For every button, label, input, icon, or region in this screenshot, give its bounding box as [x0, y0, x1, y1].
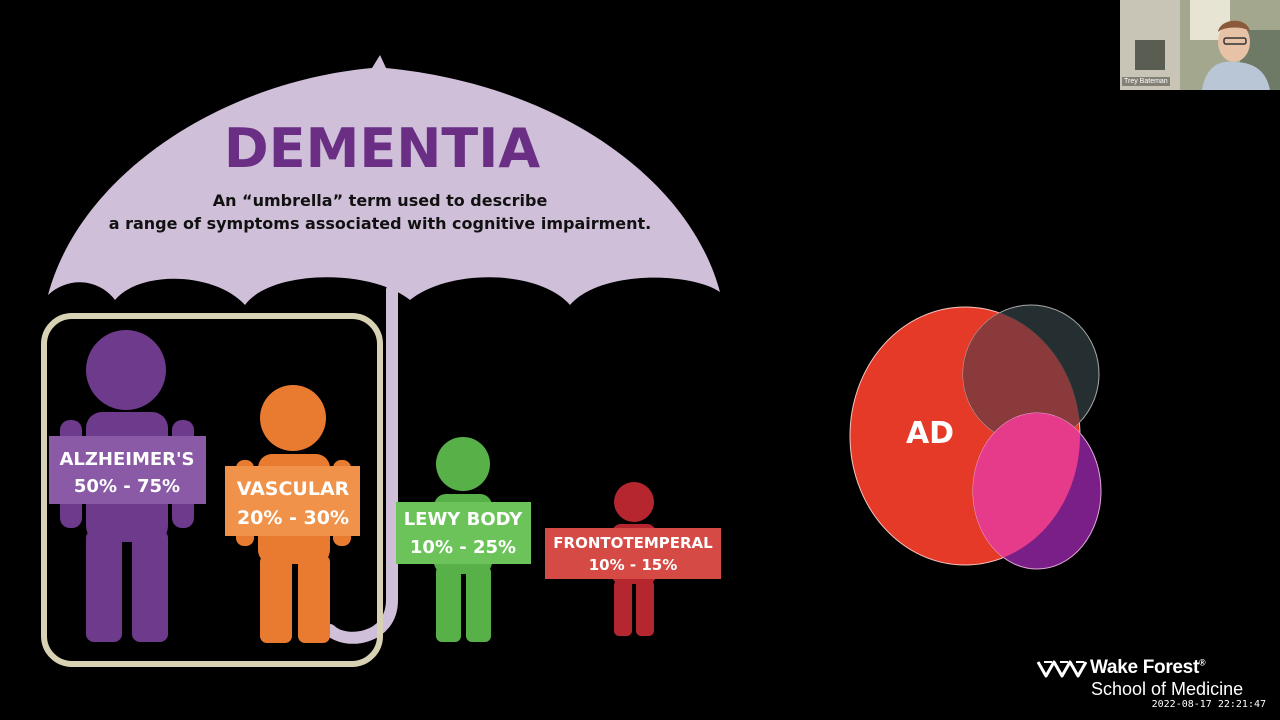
video-timestamp: 2022-08-17 22:21:47 [1151, 699, 1266, 710]
slide-subtitle-line-2: a range of symptoms associated with cogn… [109, 214, 652, 233]
brand-name: Wake Forest® [1090, 657, 1206, 678]
umbrella-graphic [48, 55, 720, 644]
umbrella-handle [324, 284, 398, 644]
person-body [1202, 61, 1270, 90]
vascular-label: VASCULAR [237, 478, 350, 500]
highlight-box [41, 313, 383, 667]
participant-name: Trey Bateman [1122, 77, 1170, 86]
lewy-body-range: 10% - 25% [410, 537, 516, 558]
wake-forest-mark-icon [1036, 660, 1088, 678]
registered-mark: ® [1198, 657, 1206, 668]
brand-subtitle: School of Medicine [1091, 679, 1244, 699]
slide-subtitle-line-1: An “umbrella” term used to describe [213, 191, 548, 210]
webcam-video [1120, 0, 1280, 90]
frontotemporal-range: 10% - 15% [589, 556, 677, 574]
alzheimers-label: ALZHEIMER'S [59, 449, 194, 470]
venn-diagram: AD [849, 304, 1102, 570]
slide-title: DEMENTIA [224, 117, 540, 180]
webcam-thumbnail[interactable]: Trey Bateman [1120, 0, 1280, 90]
lewy-body-label: LEWY BODY [404, 509, 524, 530]
alzheimers-range: 50% - 75% [74, 476, 180, 497]
frontotemporal-label: FRONTOTEMPERAL [553, 534, 713, 552]
venn-label-ad: AD [906, 416, 954, 451]
wake-forest-logo: Wake Forest® School of Medicine [1036, 656, 1276, 706]
vascular-sign: VASCULAR 20% - 30% [225, 466, 360, 536]
person-head [1218, 22, 1250, 62]
umbrella-canopy [48, 55, 720, 305]
alzheimers-sign: ALZHEIMER'S 50% - 75% [49, 436, 206, 504]
frontotemporal-sign: FRONTOTEMPERAL 10% - 15% [545, 528, 721, 579]
vascular-range: 20% - 30% [237, 507, 349, 529]
lewy-body-sign: LEWY BODY 10% - 25% [396, 502, 531, 564]
